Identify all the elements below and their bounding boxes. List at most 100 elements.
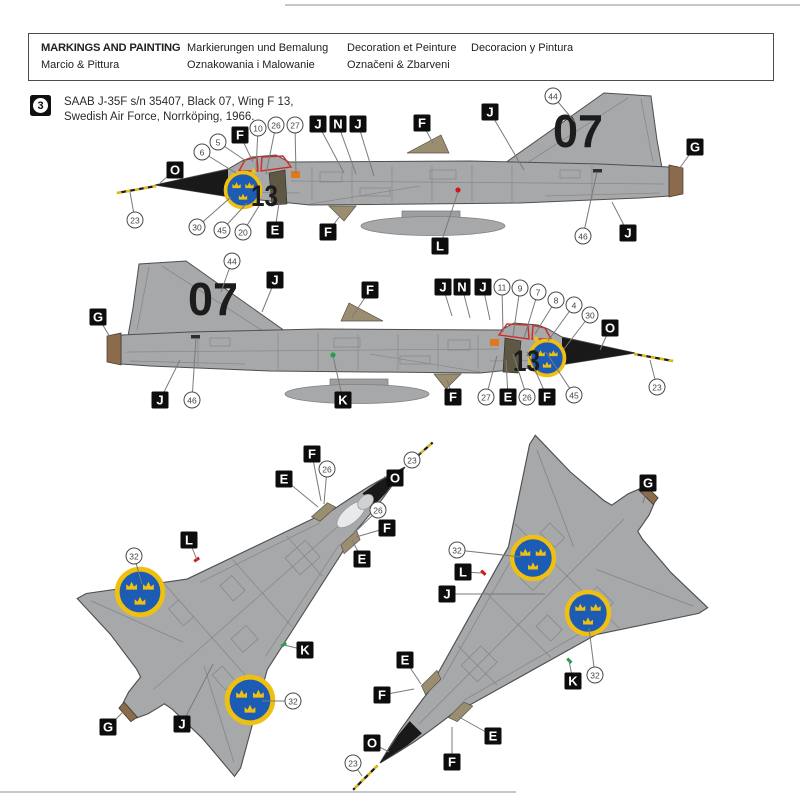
- callout-circle-32: 32: [284, 692, 302, 710]
- scheme-text: SAAB J-35F s/n 35407, Black 07, Wing F 1…: [64, 95, 293, 125]
- callout-box-F: F: [361, 281, 379, 299]
- callout-circle-23: 23: [648, 378, 666, 396]
- aircraft-underside-view: [265, 404, 739, 800]
- callout-circle-26: 26: [318, 460, 336, 478]
- callout-circle-32: 32: [448, 541, 466, 559]
- callout-box-J: J: [619, 224, 637, 242]
- callout-box-E: E: [266, 221, 284, 239]
- callout-circle-30: 30: [188, 218, 206, 236]
- callout-box-J: J: [438, 585, 456, 603]
- callout-box-J: J: [173, 715, 191, 733]
- callout-box-F: F: [444, 388, 462, 406]
- callout-box-G: G: [686, 138, 704, 156]
- callout-circle-26: 26: [267, 116, 285, 134]
- callout-circle-23: 23: [403, 451, 421, 469]
- callout-circle-5: 5: [209, 133, 227, 151]
- callout-circle-23: 23: [344, 754, 362, 772]
- callout-circle-27: 27: [286, 116, 304, 134]
- nose-number-right: 13: [251, 180, 278, 213]
- callout-circle-27: 27: [477, 388, 495, 406]
- green-marker: [330, 352, 336, 358]
- page-edge-top: [285, 4, 800, 6]
- header-row-1: MARKINGS AND PAINTING Markierungen und B…: [41, 40, 773, 57]
- callout-box-O: O: [386, 469, 404, 487]
- callout-box-F: F: [538, 388, 556, 406]
- nose-number-left: 13: [513, 345, 540, 378]
- scheme-line-1: SAAB J-35F s/n 35407, Black 07, Wing F 1…: [64, 96, 294, 108]
- header-title-es: Decoracion y Pintura: [471, 42, 574, 54]
- wing-roundel: [512, 537, 554, 579]
- callout-box-F: F: [413, 114, 431, 132]
- callout-circle-8: 8: [547, 291, 565, 309]
- callout-circle-30: 30: [581, 306, 599, 324]
- tail-number-left: 07: [188, 273, 238, 325]
- callout-box-F: F: [443, 753, 461, 771]
- callout-circle-4: 4: [565, 296, 583, 314]
- header-title-pl: Oznakowania i Malowanie: [187, 58, 315, 71]
- callout-box-L: L: [454, 563, 472, 581]
- callout-circle-44: 44: [223, 252, 241, 270]
- callout-box-E: E: [484, 727, 502, 745]
- callout-box-O: O: [363, 734, 381, 752]
- header-title-fr: Decoration et Peinture: [347, 42, 457, 54]
- callout-box-E: E: [499, 388, 517, 406]
- wing-roundel: [567, 592, 609, 634]
- markings-header-box: MARKINGS AND PAINTING Markierungen und B…: [28, 33, 774, 81]
- callout-box-E: E: [396, 651, 414, 669]
- callout-circle-6: 6: [193, 143, 211, 161]
- callout-box-J: J: [266, 271, 284, 289]
- callout-circle-46: 46: [183, 391, 201, 409]
- callout-box-O: O: [601, 319, 619, 337]
- callout-circle-26: 26: [518, 388, 536, 406]
- callout-box-L: L: [180, 531, 198, 549]
- antenna-mark: [191, 335, 200, 339]
- callout-circle-7: 7: [529, 283, 547, 301]
- scheme-line-2: Swedish Air Force, Norrköping, 1966.: [64, 111, 255, 123]
- red-marker: [480, 569, 487, 576]
- callout-circle-44: 44: [544, 87, 562, 105]
- scheme-description: 3 SAAB J-35F s/n 35407, Black 07, Wing F…: [30, 95, 293, 125]
- page-edge-bottom: [0, 791, 516, 793]
- callout-circle-9: 9: [511, 279, 529, 297]
- header-title-de: Markierungen und Bemalung: [187, 42, 329, 54]
- callout-box-O: O: [166, 161, 184, 179]
- wing-roundel: [227, 677, 273, 723]
- callout-box-J: J: [481, 103, 499, 121]
- tail-number-right: 07: [553, 105, 603, 157]
- callout-box-J: J: [309, 115, 327, 133]
- callout-box-K: K: [296, 641, 314, 659]
- callout-box-F: F: [319, 223, 337, 241]
- callout-circle-11: 11: [493, 278, 511, 296]
- callout-circle-20: 20: [234, 223, 252, 241]
- callout-box-G: G: [89, 308, 107, 326]
- callout-box-K: K: [334, 391, 352, 409]
- callout-box-F: F: [231, 126, 249, 144]
- callout-box-E: E: [275, 470, 293, 488]
- green-marker: [280, 641, 288, 648]
- callout-circle-46: 46: [574, 227, 592, 245]
- header-row-2: Marcio & Pittura Oznakowania i Malowanie…: [41, 57, 773, 74]
- green-marker: [566, 657, 573, 664]
- callout-box-K: K: [564, 672, 582, 690]
- scheme-number: 3: [33, 98, 48, 113]
- callout-box-J: J: [151, 391, 169, 409]
- callout-box-N: N: [453, 278, 471, 296]
- callout-box-J: J: [474, 278, 492, 296]
- callout-box-J: J: [434, 278, 452, 296]
- callout-circle-45: 45: [213, 221, 231, 239]
- callout-box-E: E: [353, 550, 371, 568]
- callout-circle-10: 10: [249, 119, 267, 137]
- callout-circle-32: 32: [586, 666, 604, 684]
- callout-box-N: N: [329, 115, 347, 133]
- callout-box-J: J: [349, 115, 367, 133]
- header-title-en: MARKINGS AND PAINTING: [41, 42, 181, 54]
- red-marker: [455, 187, 461, 193]
- callout-box-F: F: [378, 519, 396, 537]
- callout-box-G: G: [99, 718, 117, 736]
- scheme-number-badge: 3: [30, 95, 51, 116]
- callout-circle-45: 45: [565, 386, 583, 404]
- callout-box-F: F: [373, 686, 391, 704]
- callout-circle-26: 26: [369, 501, 387, 519]
- antenna-mark: [593, 169, 602, 173]
